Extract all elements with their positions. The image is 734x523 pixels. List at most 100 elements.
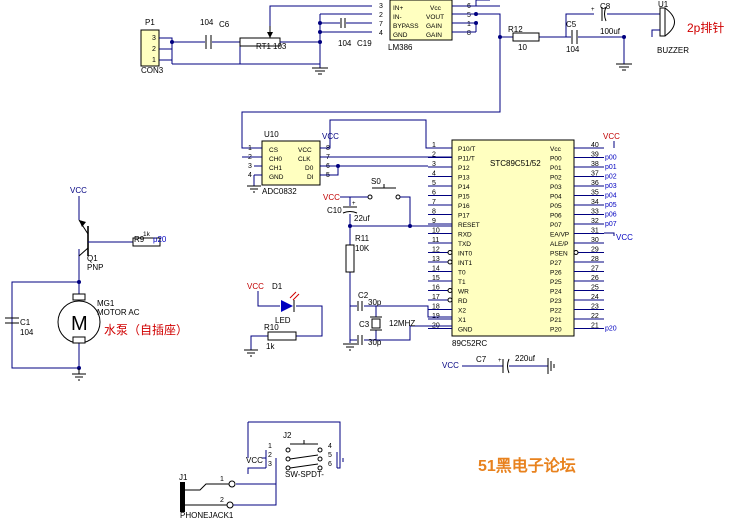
forum-watermark: 51黑电子论坛 bbox=[478, 456, 576, 475]
q1-transistor: Q1 PNP bbox=[78, 219, 103, 272]
c19-value: 104 bbox=[338, 39, 352, 48]
j1-pin-1: 1 bbox=[220, 476, 224, 483]
mcu-right-pin-num: 25 bbox=[591, 285, 599, 292]
lm386-name: LM386 bbox=[388, 43, 413, 52]
adc-label-left-0: CS bbox=[269, 147, 279, 154]
c5-capacitor: C5 104 bbox=[566, 20, 580, 54]
c3-label: C3 bbox=[359, 320, 370, 329]
lm386-pin-left-2: 7 bbox=[379, 21, 383, 28]
j1-pin-2: 2 bbox=[220, 497, 224, 504]
mcu-left-pin-num: 11 bbox=[432, 237, 439, 244]
svg-text:+: + bbox=[498, 358, 502, 364]
mcu-right-pin-num: 30 bbox=[591, 237, 599, 244]
ground-symbol-5 bbox=[244, 349, 258, 357]
adc-name: ADC0832 bbox=[262, 187, 297, 196]
active-low-bubble bbox=[573, 250, 579, 255]
r11-resistor: R11 10K bbox=[345, 234, 370, 273]
j1-label: J1 bbox=[179, 473, 188, 482]
r9-resistor: R9 1k p20 bbox=[132, 231, 167, 247]
sw-pin-6: 6 bbox=[328, 461, 332, 468]
led-vcc-label: VCC bbox=[247, 282, 264, 291]
lm386-pin-right-2: 1 bbox=[467, 21, 471, 28]
mcu-right-pin-label: P03 bbox=[550, 184, 562, 191]
lm386-label-right-3: GAIN bbox=[426, 32, 442, 39]
mcu-left-pin-num: 16 bbox=[432, 285, 440, 292]
lm386-pin-left-0: 3 bbox=[379, 3, 383, 10]
mcu-right-pin-num: 37 bbox=[591, 171, 599, 178]
c8-value: 100uf bbox=[600, 27, 621, 36]
mcu-left-pin-num: 4 bbox=[432, 171, 436, 178]
con3-connector: P1 3 2 1 CON3 bbox=[140, 18, 164, 75]
reset-vcc-label: VCC bbox=[323, 193, 340, 202]
crystal-label: 12MHZ bbox=[389, 319, 415, 328]
mcu-left-pin-num: 17 bbox=[432, 294, 440, 301]
mcu-right-net: p02 bbox=[605, 174, 617, 181]
d1-led: D1 LED bbox=[272, 282, 300, 325]
ground-symbol-3 bbox=[247, 185, 261, 193]
mcu-right-pin-num: 34 bbox=[591, 199, 599, 206]
mcu-right-pin-label: ALE/P bbox=[550, 241, 568, 248]
mcu-left-pin-label: X1 bbox=[458, 317, 466, 324]
adc-label-left-3: GND bbox=[269, 174, 284, 181]
mcu-right-net: p01 bbox=[605, 164, 617, 171]
r9-value: 1k bbox=[143, 231, 151, 238]
lm386-label-left-1: IN- bbox=[393, 14, 402, 21]
mcu-left-pin-label: RD bbox=[458, 298, 468, 305]
ground-symbol-8 bbox=[336, 452, 344, 468]
mcu-right-pin-label: P27 bbox=[550, 260, 562, 267]
lm386-label-right-0: Vcc bbox=[430, 5, 442, 12]
mg1-motor: M MG1 MOTOR AC bbox=[57, 293, 140, 344]
c5-value: 104 bbox=[566, 45, 580, 54]
r12-label: R12 bbox=[508, 25, 523, 34]
u1-label: U1 bbox=[658, 0, 669, 9]
mcu-left-pin-label: RESET bbox=[458, 222, 480, 229]
ground-symbol-4 bbox=[343, 343, 357, 351]
active-low-bubble bbox=[447, 297, 453, 303]
pump-annotation: 水泵（自插座） bbox=[104, 322, 188, 337]
mcu-right-pin-label: P21 bbox=[550, 317, 562, 324]
c2-value: 30p bbox=[368, 298, 382, 307]
lm386-output-wires bbox=[241, 0, 625, 149]
pnp-label: PNP bbox=[87, 263, 103, 272]
phonejack-label: PHONEJACK1 bbox=[180, 511, 234, 520]
mcu-right-pin-num: 29 bbox=[591, 247, 599, 254]
mcu-right-net: p06 bbox=[605, 212, 617, 219]
mcu-left-pin-num: 15 bbox=[432, 275, 440, 282]
mcu-right-pin-label: P20 bbox=[550, 327, 562, 334]
r10-resistor: R10 1k bbox=[264, 323, 297, 351]
lm386-label-left-2: BYPASS bbox=[393, 23, 419, 30]
adc-pin-left-0: 1 bbox=[248, 145, 252, 152]
mcu-left-pin-label: P11/T bbox=[458, 156, 475, 163]
mcu-right-pin-num: 22 bbox=[591, 313, 599, 320]
mcu-left-pin-num: 6 bbox=[432, 190, 436, 197]
lm386-pin-right-1: 5 bbox=[467, 12, 471, 19]
c6-value: 104 bbox=[200, 18, 214, 27]
lm386-pin-right-3: 8 bbox=[467, 30, 471, 37]
mcu-left-pin-num: 13 bbox=[432, 256, 440, 263]
mcu-right-pin-label: P24 bbox=[550, 289, 562, 296]
d1-label: D1 bbox=[272, 282, 283, 291]
adc-label-right-1: CLK bbox=[298, 156, 311, 163]
c10-value: 22uf bbox=[354, 214, 370, 223]
mcu-right-pin-label: EA/VP bbox=[550, 232, 569, 239]
active-low-bubble bbox=[447, 250, 453, 255]
adc-vcc-label: VCC bbox=[322, 132, 339, 141]
r10-value: 1k bbox=[266, 342, 275, 351]
adc-label-right-2: D0 bbox=[305, 165, 314, 172]
crystal-12mhz: 12MHZ bbox=[370, 316, 415, 331]
mcu-left-pin-num: 14 bbox=[432, 266, 440, 273]
mcu-left-pins: 1P10/T2P11/T3P124P135P146P157P168P179RES… bbox=[428, 142, 480, 334]
buzzer: U1 BUZZER bbox=[651, 0, 689, 55]
mcu-left-pin-num: 10 bbox=[432, 228, 440, 235]
ea-vcc-wire bbox=[604, 232, 615, 236]
mcu-right-net: p20 bbox=[605, 326, 617, 333]
c19-capacitor: 104 C19 bbox=[338, 18, 372, 48]
rt1-potentiometer: RT1 103 bbox=[239, 5, 372, 51]
mcu-right-pin-label: P07 bbox=[550, 222, 562, 229]
r12-resistor: R12 10 bbox=[508, 25, 540, 52]
mcu-left-pin-label: INT1 bbox=[458, 260, 472, 267]
mcu-right-pin-num: 23 bbox=[591, 304, 599, 311]
mcu-right-pin-label: P23 bbox=[550, 298, 562, 305]
